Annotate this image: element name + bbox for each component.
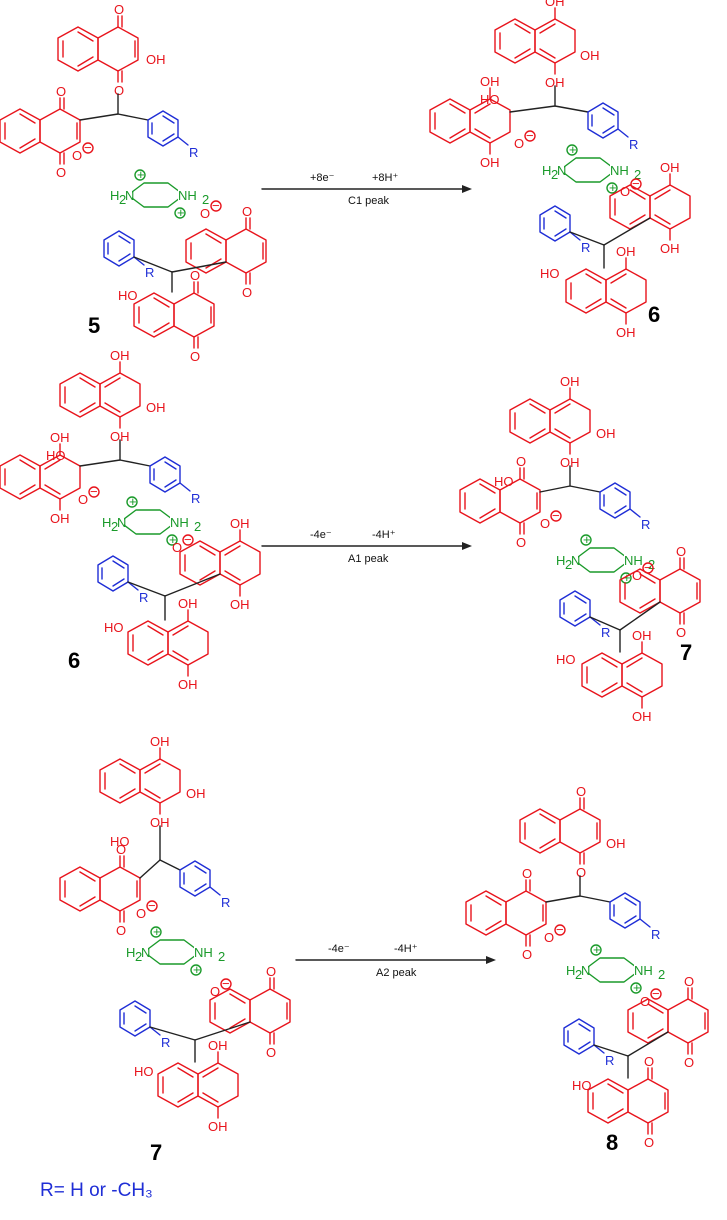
svg-text:-4e⁻: -4e⁻ — [328, 943, 350, 955]
svg-text:A1 peak: A1 peak — [348, 553, 389, 565]
svg-text:HO: HO — [572, 1078, 592, 1093]
reaction-arrow-a2: -4e⁻ -4H⁺ A2 peak — [295, 943, 496, 979]
svg-text:+8e⁻: +8e⁻ — [310, 172, 335, 184]
svg-text:-4H⁺: -4H⁺ — [372, 529, 396, 541]
svg-text:A2 peak: A2 peak — [376, 967, 417, 979]
svg-text:C1 peak: C1 peak — [348, 195, 389, 207]
reaction-arrow-c1: +8e⁻ +8H⁺ C1 peak — [261, 172, 472, 207]
compound-6-reactant: OH HO HO 6 — [0, 347, 261, 693]
compound-label: 6 — [68, 648, 80, 673]
compound-7-product: OH HO HO 7 — [459, 373, 701, 725]
compound-6-product: OH HO HO 6 — [429, 0, 691, 341]
svg-text:HO: HO — [134, 1064, 154, 1079]
svg-text:OH: OH — [596, 426, 616, 441]
svg-text:HO: HO — [494, 474, 514, 489]
compound-label: 7 — [150, 1140, 162, 1165]
compound-label: 7 — [680, 640, 692, 665]
substituent-footnote: R= H or -CH₃ — [40, 1180, 153, 1201]
svg-text:HO: HO — [556, 652, 576, 667]
svg-text:HO: HO — [118, 288, 138, 303]
svg-text:+8H⁺: +8H⁺ — [372, 172, 398, 184]
compound-label: 6 — [648, 302, 660, 327]
compound-label: 8 — [606, 1130, 618, 1155]
compound-5: OH HO 5 — [0, 1, 267, 365]
svg-text:HO: HO — [540, 266, 560, 281]
svg-text:OH: OH — [580, 48, 600, 63]
compound-8: OH HO 8 — [465, 783, 709, 1155]
compound-label: 5 — [88, 313, 100, 338]
compound-7-reactant: OH HO HO 7 — [59, 733, 291, 1165]
svg-text:OH: OH — [606, 836, 626, 851]
svg-text:OH: OH — [186, 786, 206, 801]
svg-text:-4e⁻: -4e⁻ — [310, 529, 332, 541]
reaction-arrow-a1: -4e⁻ -4H⁺ A1 peak — [261, 529, 472, 565]
svg-text:OH: OH — [146, 52, 166, 67]
svg-text:OH: OH — [146, 400, 166, 415]
svg-text:-4H⁺: -4H⁺ — [394, 943, 418, 955]
svg-text:HO: HO — [104, 620, 124, 635]
